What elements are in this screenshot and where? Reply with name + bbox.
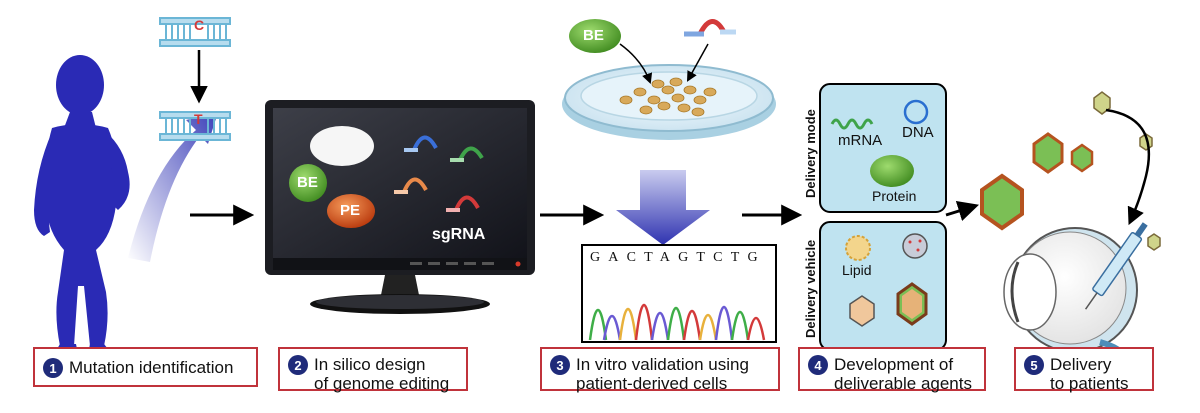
step-5-caption: 5 Delivery to patients <box>1014 347 1154 393</box>
step-1-text: Mutation identification <box>69 358 234 377</box>
monitor-be-label: BE <box>297 174 318 191</box>
be-arrow <box>619 43 653 84</box>
step-2-number: 2 <box>288 355 308 375</box>
dish-be-label: BE <box>583 27 604 44</box>
step-4-number: 4 <box>808 355 828 375</box>
step-2-caption: 2 In silico design of genome editing <box>278 347 468 393</box>
dna-after-base: T <box>194 111 203 127</box>
petri-dish <box>562 64 776 140</box>
step-2-text: In silico design of genome editing <box>314 355 450 393</box>
step-5-number: 5 <box>1024 355 1044 375</box>
lipid-label: Lipid <box>842 262 872 278</box>
step-4-text: Development of deliverable agents <box>834 355 972 393</box>
monitor-pe-label: PE <box>340 202 361 219</box>
step-5-text: Delivery to patients <box>1050 355 1129 393</box>
dna-before <box>159 17 231 47</box>
protein-label: Protein <box>872 188 917 204</box>
flow-arrow-4 <box>945 200 980 222</box>
delivery-mode-panel <box>819 83 947 213</box>
injection-arrow <box>1105 108 1151 226</box>
syringe <box>1084 222 1148 310</box>
dna-label: DNA <box>902 124 934 141</box>
dna-before-base: C <box>194 17 205 33</box>
dish-sgrna <box>684 19 736 37</box>
delivery-vehicle-panel <box>819 221 947 351</box>
step-4-caption: 4 Development of deliverable agents <box>798 347 986 393</box>
step-1-number: 1 <box>43 358 63 378</box>
dish-be-ball <box>569 19 621 53</box>
monitor-sgrna-label: sgRNA <box>432 226 486 243</box>
virus-particles <box>980 91 1161 251</box>
delivery-vehicle-title: Delivery vehicle <box>803 239 818 338</box>
sequence-text: GACTAGTCTG <box>590 250 766 265</box>
step-1-caption: 1 Mutation identification <box>33 347 258 387</box>
mutation-arrow <box>128 112 218 262</box>
step-3-number: 3 <box>550 355 570 375</box>
dna-after <box>159 111 231 141</box>
mrna-label: mRNA <box>838 132 883 149</box>
monitor <box>265 100 535 314</box>
chromatogram <box>581 244 777 343</box>
sgrna-arrow <box>686 43 709 82</box>
step-3-text: In vitro validation using patient-derive… <box>576 355 749 393</box>
validation-arrow <box>616 170 710 245</box>
human-silhouette <box>34 55 130 354</box>
delivery-mode-title: Delivery mode <box>803 109 818 198</box>
step-3-caption: 3 In vitro validation using patient-deri… <box>540 347 780 393</box>
